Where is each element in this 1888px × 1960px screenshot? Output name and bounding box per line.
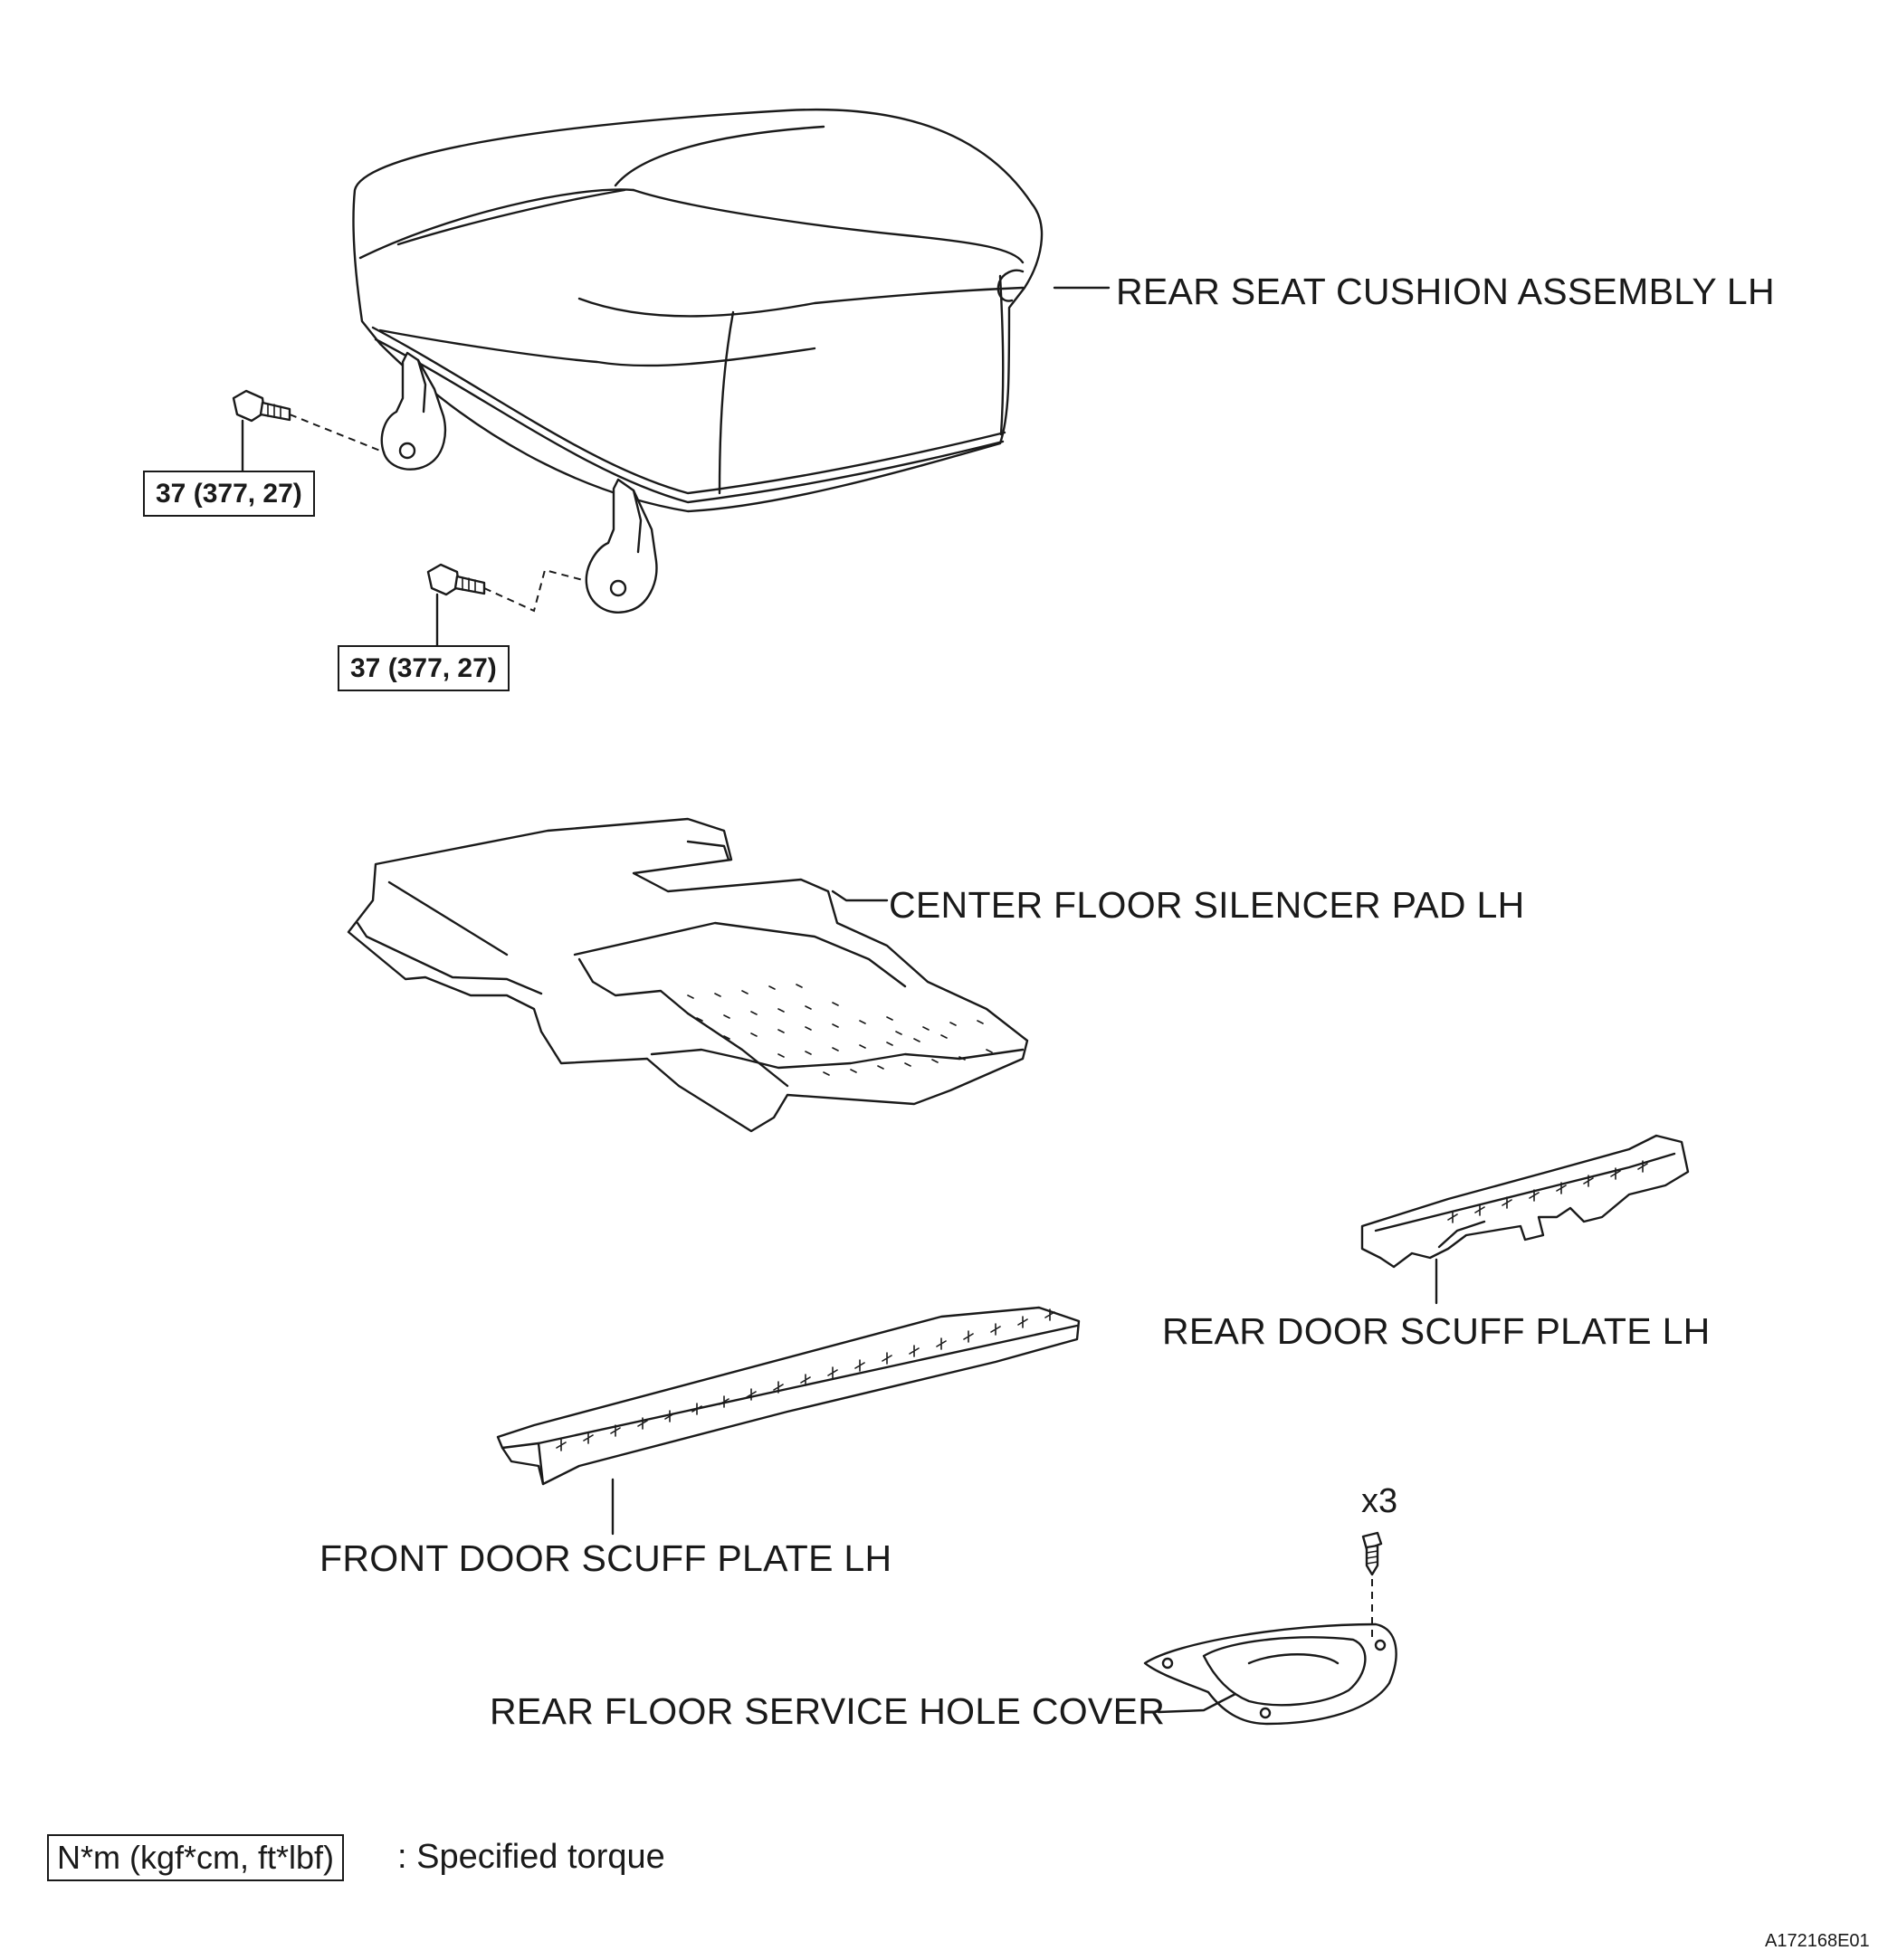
torque-spec-upper-bolt: 37 (377, 27) — [143, 471, 315, 517]
rear-seat-cushion-label: REAR SEAT CUSHION ASSEMBLY LH — [1116, 271, 1775, 312]
rear-floor-cover-label: REAR FLOOR SERVICE HOLE COVER — [490, 1690, 1166, 1732]
front-door-scuff-label: FRONT DOOR SCUFF PLATE LH — [319, 1537, 892, 1579]
torque-unit-legend-box: N*m (kgf*cm, ft*lbf) — [47, 1834, 345, 1881]
torque-spec-lower-bolt: 37 (377, 27) — [338, 645, 510, 691]
center-floor-pad-leader — [831, 890, 889, 902]
cover-screw-drawing — [1361, 1531, 1383, 1640]
rear-floor-cover-leader — [1157, 1692, 1237, 1714]
seat-brackets-drawing — [380, 351, 658, 614]
seat-bolt-lower-drawing — [426, 563, 587, 647]
screw-quantity-label: x3 — [1361, 1482, 1398, 1520]
torque-legend-description: : Specified torque — [397, 1838, 665, 1876]
rear-door-scuff-label: REAR DOOR SCUFF PLATE LH — [1162, 1310, 1711, 1352]
center-floor-pad-label: CENTER FLOOR SILENCER PAD LH — [889, 884, 1525, 926]
rear-seat-cushion-drawing — [352, 109, 1044, 513]
front-door-scuff-plate-drawing — [496, 1306, 1081, 1486]
rear-floor-service-hole-cover-drawing — [1143, 1622, 1397, 1726]
center-floor-silencer-pad-drawing — [347, 817, 1029, 1133]
seat-bolt-upper-drawing — [232, 389, 386, 472]
rear-door-scuff-plate-drawing — [1360, 1134, 1690, 1269]
figure-code: A172168E01 — [1765, 1931, 1870, 1951]
